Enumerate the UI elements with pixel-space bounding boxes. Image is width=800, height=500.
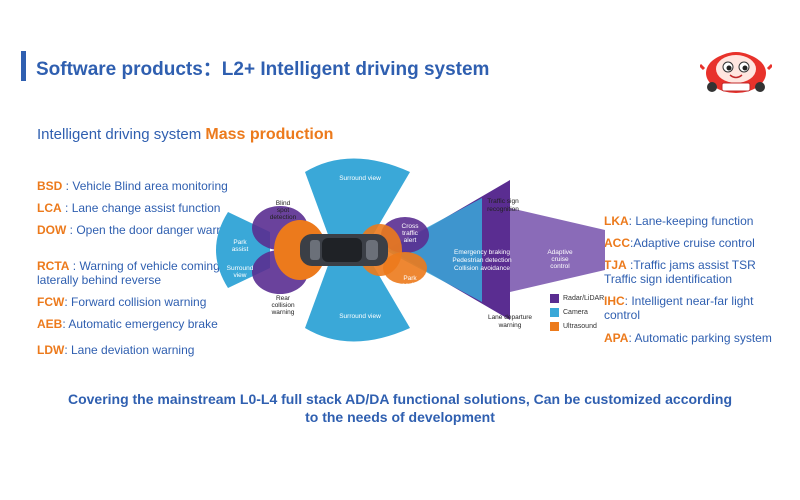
feature-rcta: RCTA : Warning of vehicle coming lateral… <box>37 259 247 287</box>
feature-ldw: LDW: Lane deviation warning <box>37 343 247 357</box>
front-camera-zone <box>385 198 482 302</box>
legend-item-ultrasound: Ultrasound <box>550 319 604 333</box>
feature-desc: Automatic parking system <box>634 331 772 345</box>
feature-desc: Lane deviation warning <box>71 343 195 357</box>
feature-lca: LCA : Lane change assist function <box>37 201 247 215</box>
feature-lka: LKA: Lane-keeping function <box>604 214 774 228</box>
feature-tja: TJA :Traffic jams assist TSR Traffic sig… <box>604 258 774 286</box>
legend-swatch <box>550 321 559 331</box>
legend-item-radar: Radar/LiDAR <box>550 291 604 305</box>
feature-sep: : <box>64 295 71 309</box>
feature-abbr: AEB <box>37 317 63 331</box>
feature-dow: DOW : Open the door danger warning <box>37 223 247 237</box>
legend-label: Radar/LiDAR <box>563 294 605 302</box>
adaptive-cruise-zone <box>510 208 605 292</box>
surround-view-top-zone <box>305 158 410 240</box>
feature-sep: : <box>628 331 635 345</box>
page-title: Software products：L2+ Intelligent drivin… <box>36 59 490 80</box>
legend-label: Camera <box>563 308 588 316</box>
feature-abbr: IHC <box>604 294 625 308</box>
mascot-logo <box>700 52 772 93</box>
feature-abbr: LDW <box>37 343 65 357</box>
subtitle-accent: Mass production <box>205 126 334 143</box>
feature-desc: Automatic emergency brake <box>68 317 218 331</box>
legend-label: Ultrasound <box>563 322 597 330</box>
feature-sep: : <box>628 214 636 228</box>
feature-desc: Lane-keeping function <box>635 214 754 228</box>
surround-view-bottom-zone <box>305 260 410 342</box>
feature-abbr: LCA <box>37 201 62 215</box>
feature-sep: : <box>69 259 80 273</box>
feature-abbr: BSD <box>37 179 63 193</box>
feature-desc: Adaptive cruise control <box>633 236 755 250</box>
subtitle-prefix: Intelligent driving system <box>37 126 206 143</box>
feature-sep: : <box>630 236 634 250</box>
feature-abbr: RCTA <box>37 259 70 273</box>
feature-desc: Warning of vehicle coming laterally behi… <box>37 259 220 287</box>
feature-sep: : <box>64 343 71 357</box>
legend-item-camera: Camera <box>550 305 604 319</box>
feature-sep: : <box>626 258 634 272</box>
feature-acc: ACC:Adaptive cruise control <box>604 236 774 250</box>
feature-desc: Intelligent near-far light control <box>604 294 754 322</box>
feature-abbr: TJA <box>604 258 627 272</box>
feature-apa: APA: Automatic parking system <box>604 331 774 345</box>
feature-fcw: FCW: Forward collision warning <box>37 295 247 309</box>
feature-desc: Open the door danger warning <box>76 223 240 237</box>
surround-view-bottom-label: Surround view <box>339 313 381 320</box>
feature-sep: : <box>624 294 632 308</box>
legend-swatch <box>550 307 559 317</box>
feature-abbr: APA <box>604 331 629 345</box>
feature-sep: : <box>61 201 72 215</box>
car-icon <box>300 234 388 266</box>
feature-desc: Vehicle Blind area monitoring <box>72 179 228 193</box>
feature-abbr: DOW <box>37 223 67 237</box>
feature-abbr: FCW <box>37 295 65 309</box>
feature-abbr: ACC <box>604 236 630 250</box>
feature-desc: Forward collision warning <box>71 295 207 309</box>
legend-swatch <box>550 293 559 303</box>
feature-bsd: BSD : Vehicle Blind area monitoring <box>37 179 247 193</box>
feature-desc: Traffic jams assist TSR Traffic sign ide… <box>604 258 756 286</box>
feature-aeb: AEB: Automatic emergency brake <box>37 317 247 331</box>
surround-view-top-label: Surround view <box>339 175 381 182</box>
feature-sep: : <box>66 223 77 237</box>
feature-desc: Lane change assist function <box>71 201 221 215</box>
feature-ihc: IHC: Intelligent near-far light control <box>604 294 774 322</box>
feature-sep: : <box>62 317 69 331</box>
sensor-legend: Radar/LiDAR Camera Ultrasound <box>550 291 604 333</box>
section-subtitle: Intelligent driving system Mass producti… <box>37 126 333 144</box>
summary-statement: Covering the mainstream L0-L4 full stack… <box>67 391 733 425</box>
title-accent-bar <box>21 51 26 81</box>
feature-abbr: LKA <box>604 214 629 228</box>
feature-sep: : <box>62 179 73 193</box>
